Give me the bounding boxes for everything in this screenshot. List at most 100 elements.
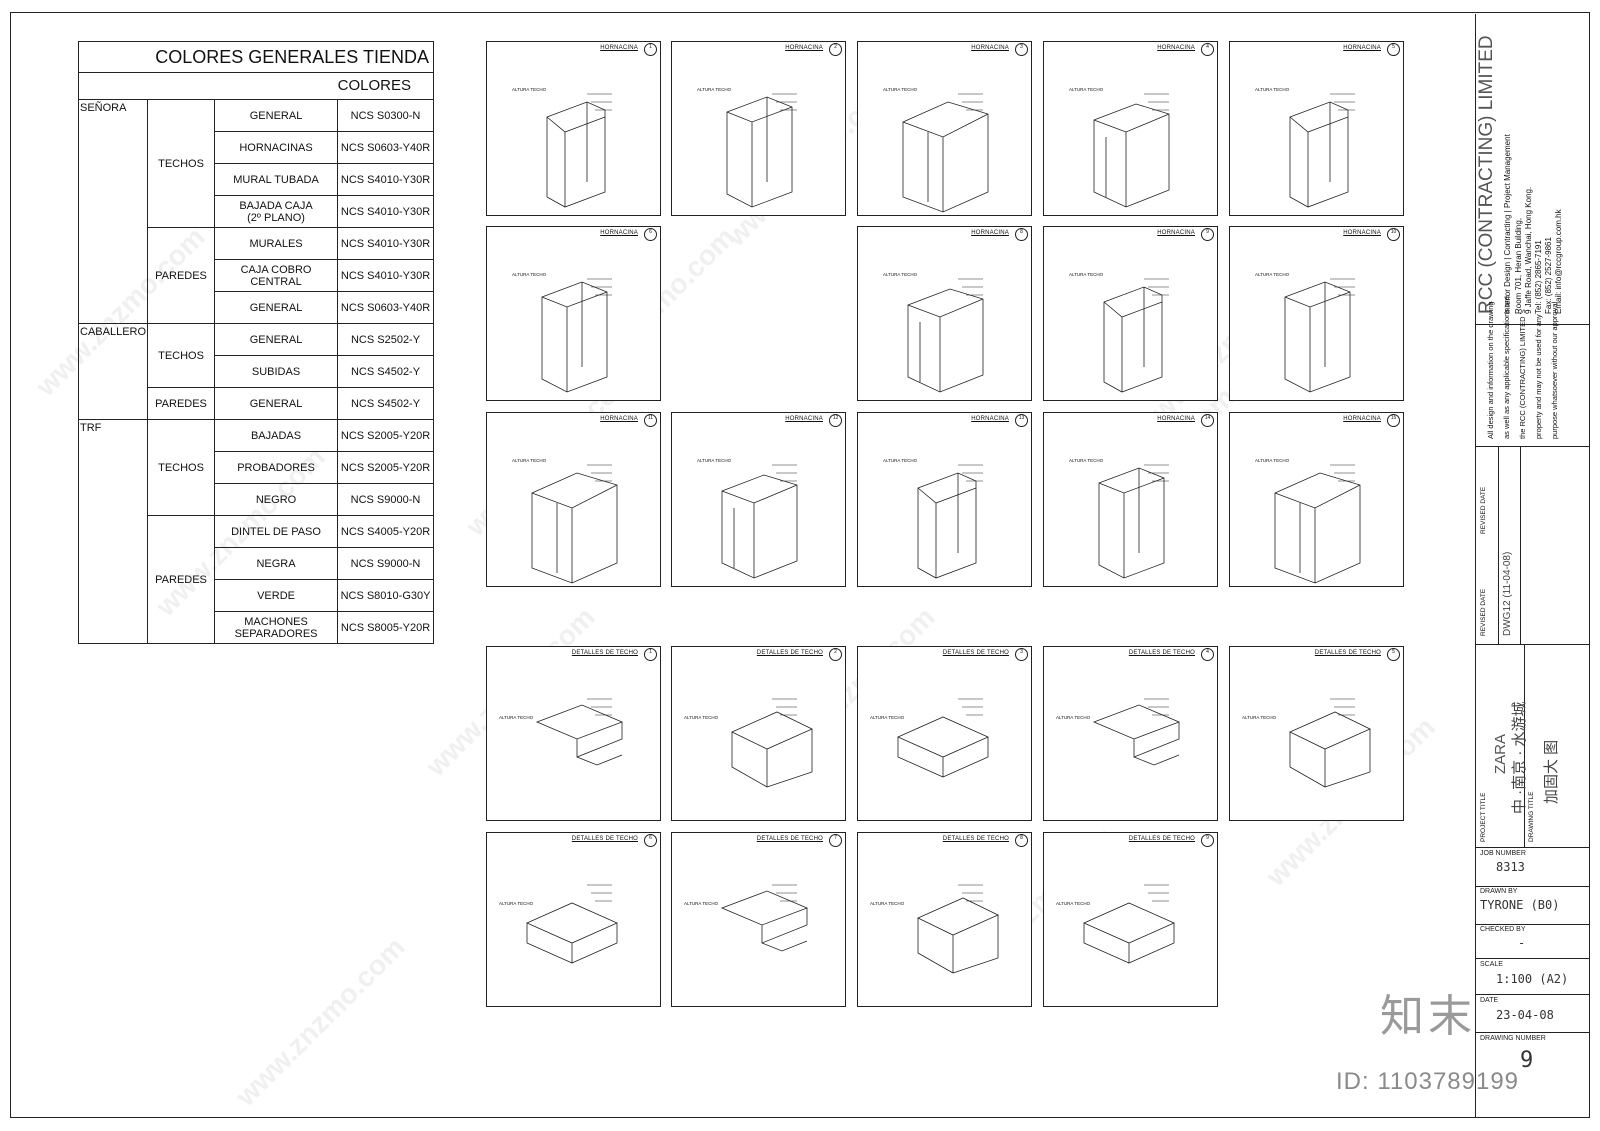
disclaimer-2: as well as any applicable specifications… — [1502, 296, 1511, 439]
panel-title: DETALLES DE TECHO — [571, 650, 638, 656]
panel-title: DETALLES DE TECHO — [571, 836, 638, 842]
ncs-code-cell: NCS S9000-N — [337, 483, 434, 516]
panel-drawing — [897, 698, 989, 778]
panel-drawing — [1289, 93, 1355, 208]
panel-title: HORNACINA — [1157, 416, 1195, 422]
surface-cell: PAREDES — [147, 227, 216, 324]
panel-drawing — [1284, 278, 1355, 393]
item-cell: DINTEL DE PASO — [214, 515, 339, 548]
panel-number-badge: 4 — [1201, 648, 1214, 661]
panel-number-badge: 1 — [644, 648, 657, 661]
ncs-code-cell: NCS S2005-Y20R — [337, 419, 434, 452]
altura-label: ALTURA TECHO — [1255, 87, 1290, 92]
tb-divider — [1476, 924, 1590, 925]
tb-divider — [1476, 886, 1590, 887]
isometric-drawing — [720, 884, 809, 952]
drawing-title: 加固大 图 — [1543, 739, 1560, 804]
job-number-label: JOB NUMBER — [1480, 850, 1526, 857]
date-label: DATE — [1480, 997, 1499, 1004]
panel-drawing — [731, 698, 813, 788]
altura-label: ALTURA TECHO — [883, 87, 918, 92]
isometric-drawing — [917, 464, 983, 579]
drawing-path — [1284, 281, 1351, 393]
isometric-drawing — [731, 698, 813, 788]
section-cell: SEÑORA — [77, 99, 149, 324]
panel-title: DETALLES DE TECHO — [1314, 650, 1381, 656]
panel-number-badge: 1 — [644, 43, 657, 56]
disclaimer-4: property and may not be used for any — [1534, 314, 1543, 439]
ncs-code-cell: NCS S0603-Y40R — [337, 291, 434, 324]
project-title-cn: 中 ·南京 · 水游城 — [1511, 701, 1528, 815]
isometric-drawing — [1289, 93, 1355, 208]
panel-drawing — [1093, 93, 1170, 208]
isometric-drawing — [1103, 278, 1169, 393]
panel-title: HORNACINA — [1343, 416, 1381, 422]
drawing-path — [1274, 472, 1361, 584]
panel-drawing — [541, 278, 612, 393]
drawing-path — [1289, 101, 1349, 208]
panel-drawing — [1083, 884, 1175, 964]
panel-number-badge: 7 — [829, 834, 842, 847]
ncs-code-cell: NCS S4005-Y20R — [337, 515, 434, 548]
tb-divider — [1476, 1032, 1590, 1033]
panel-title: HORNACINA — [1157, 230, 1195, 236]
isometric-drawing — [897, 698, 989, 778]
panel-title: HORNACINA — [600, 416, 638, 422]
item-cell: MURAL TUBADA — [214, 163, 339, 196]
drawing-title-label: DRAWING TITLE — [1528, 791, 1535, 842]
panel-drawing — [1103, 278, 1169, 393]
table-subtitle: COLORES — [78, 72, 434, 100]
item-cell: NEGRO — [214, 483, 339, 516]
isometric-drawing — [1289, 698, 1371, 788]
altura-label: ALTURA TECHO — [697, 458, 732, 463]
panel-number-badge: 5 — [1387, 648, 1400, 661]
panel-title: HORNACINA — [971, 416, 1009, 422]
panel-drawing — [1098, 464, 1169, 579]
ncs-code-cell: NCS S4010-Y30R — [337, 195, 434, 228]
scale: 1:100 (A2) — [1496, 972, 1569, 986]
panel-title: HORNACINA — [971, 45, 1009, 51]
panel-title: HORNACINA — [785, 45, 823, 51]
section-cell: CABALLERO — [77, 323, 149, 420]
panel-drawing — [531, 464, 618, 584]
ncs-code-cell: NCS S0603-Y40R — [337, 131, 434, 164]
panel-drawing — [1274, 464, 1361, 584]
panel-title: HORNACINA — [600, 230, 638, 236]
ncs-code-cell: NCS S4502-Y — [337, 387, 434, 420]
panel-title: DETALLES DE TECHO — [1128, 836, 1195, 842]
panel-number-badge: 15 — [1387, 414, 1400, 427]
item-cell: PROBADORES — [214, 451, 339, 484]
panel-number-badge: 3 — [1015, 43, 1028, 56]
ncs-code-cell: NCS S0300-N — [337, 99, 434, 132]
drawn-by: TYRONE (B0) — [1480, 898, 1560, 912]
item-cell: GENERAL — [214, 323, 339, 356]
altura-label: ALTURA TECHO — [499, 901, 534, 906]
ncs-code-cell: NCS S4010-Y30R — [337, 259, 434, 292]
altura-label: ALTURA TECHO — [1255, 272, 1290, 277]
altura-label: ALTURA TECHO — [512, 458, 547, 463]
item-cell: CAJA COBRO CENTRAL — [214, 259, 339, 292]
ncs-code-cell: NCS S2502-Y — [337, 323, 434, 356]
surface-cell: TECHOS — [147, 419, 216, 516]
tb-divider — [1476, 994, 1590, 995]
panel-drawing — [721, 464, 798, 579]
panel-drawing — [917, 884, 999, 974]
drawing-path — [1289, 711, 1371, 788]
panel-number-badge: 13 — [1015, 414, 1028, 427]
altura-label: ALTURA TECHO — [1056, 715, 1091, 720]
isometric-drawing — [1284, 278, 1355, 393]
panel-number-badge: 2 — [829, 43, 842, 56]
item-cell: BAJADAS — [214, 419, 339, 452]
